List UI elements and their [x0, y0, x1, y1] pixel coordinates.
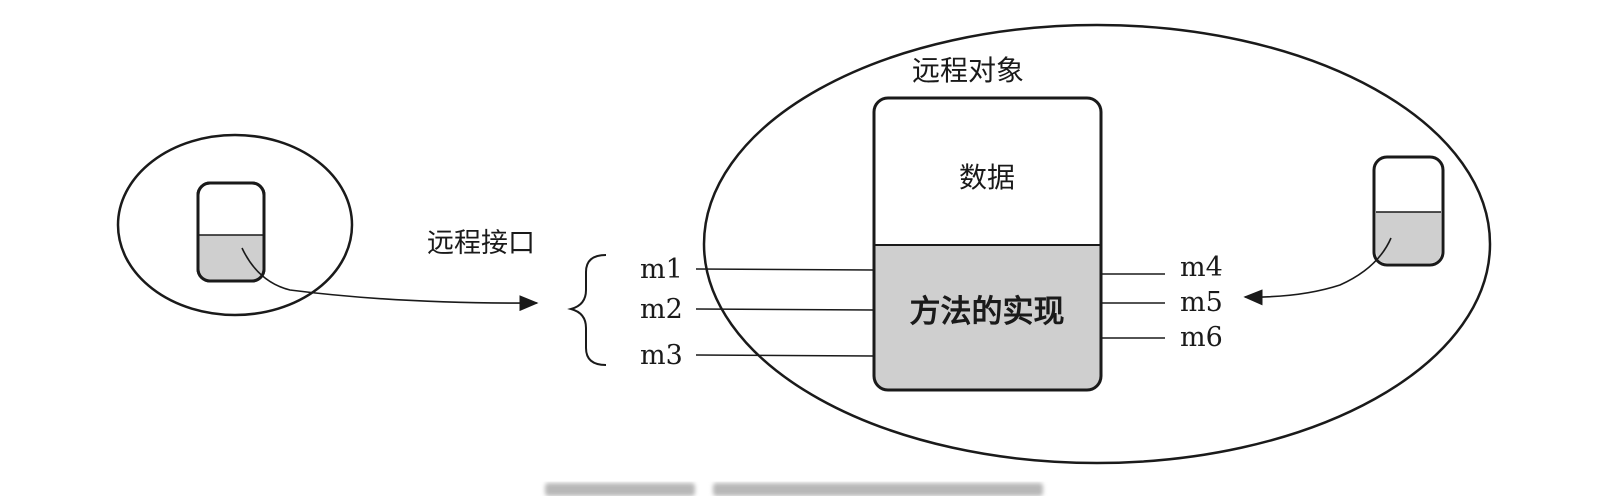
remote-object-label: 远程对象	[912, 54, 1024, 87]
method-line-m1	[695, 268, 875, 271]
figure-caption-smudge	[545, 483, 1043, 496]
method-label-m2: m2	[640, 294, 683, 325]
data-label: 数据	[959, 161, 1015, 194]
invoker-object	[1372, 155, 1445, 267]
method-line-m3	[695, 354, 875, 357]
client-process-ellipse	[116, 133, 354, 317]
client-call-arrow	[241, 247, 539, 312]
invoker-call-arrow	[1243, 237, 1392, 306]
method-label-m1: m1	[640, 254, 683, 285]
method-label-m6: m6	[1180, 322, 1223, 353]
client-process	[116, 133, 539, 317]
object-box: 数据 方法的实现	[872, 96, 1103, 392]
client-object	[196, 181, 266, 283]
method-label-m3: m3	[640, 340, 683, 371]
method-label-m4: m4	[1180, 252, 1223, 283]
remote-object-ellipse	[702, 23, 1492, 465]
remote-interface-label: 远程接口	[427, 228, 535, 259]
remote-object-group: 远程对象 数据 方法的实现 m1 m2 m3 m4 m5 m6	[640, 23, 1492, 465]
method-label-m5: m5	[1180, 287, 1223, 318]
interface-brace	[567, 254, 607, 366]
method-impl-label: 方法的实现	[910, 294, 1065, 330]
method-line-m2	[695, 308, 875, 311]
